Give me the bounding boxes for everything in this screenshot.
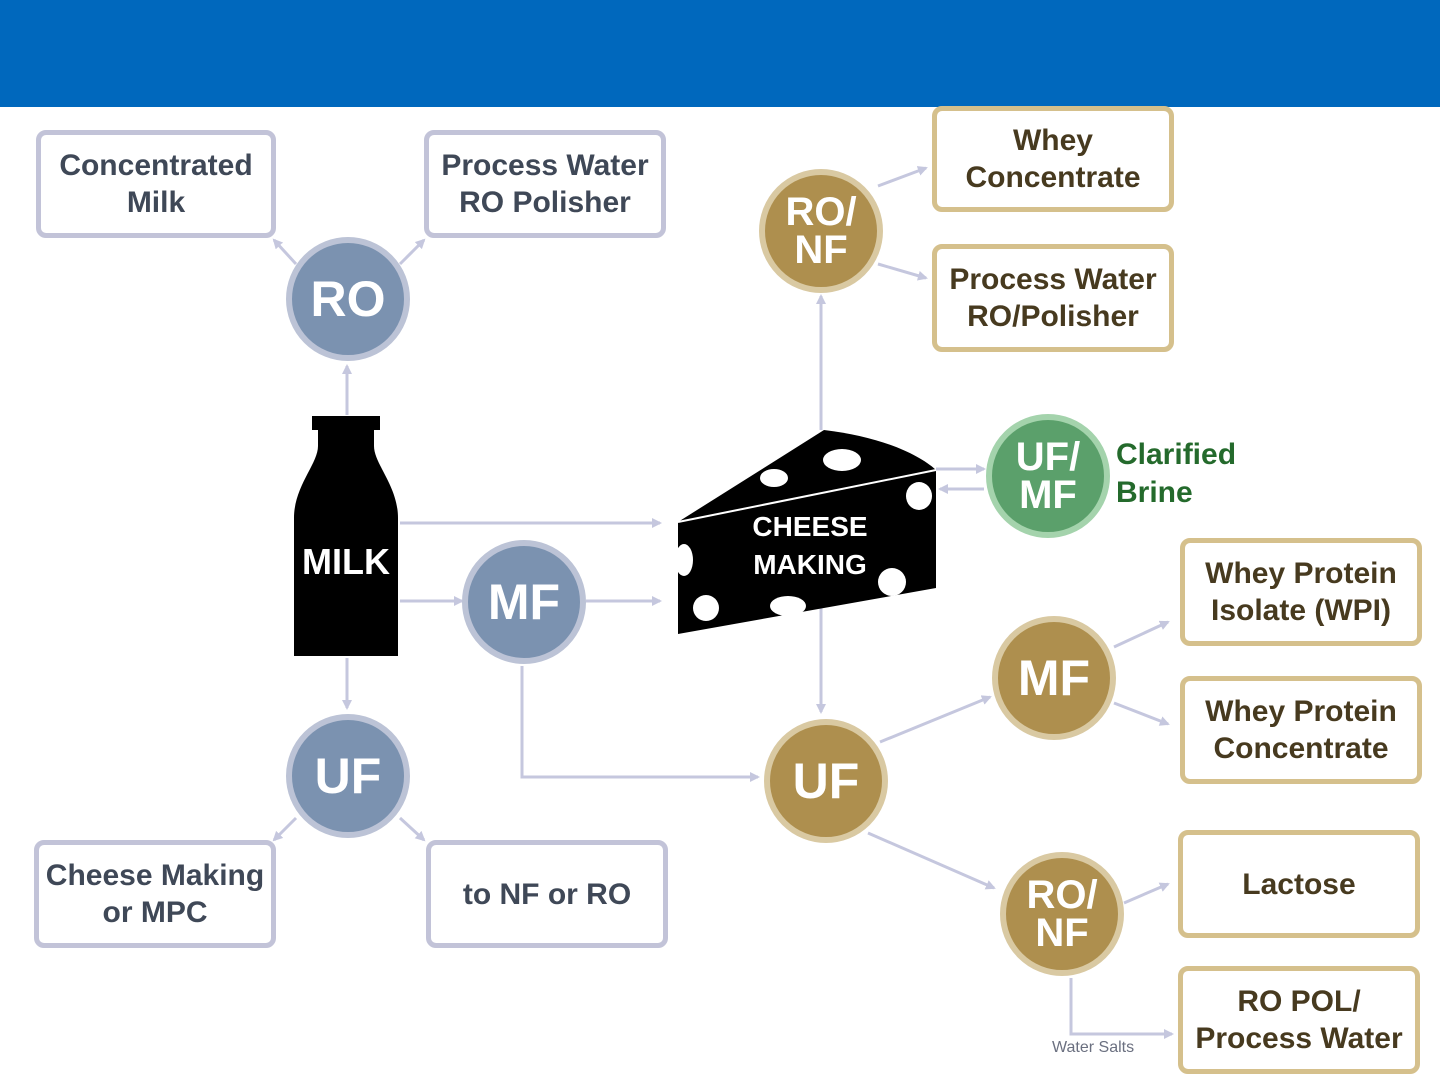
cheese-wedge-icon <box>676 430 937 634</box>
brine-line-2: Brine <box>1116 476 1193 509</box>
box-line-2: Concentrate <box>965 161 1141 194</box>
arrow-ronf-to-process-water <box>877 262 928 281</box>
box-lactose: Lactose <box>1178 830 1420 938</box>
box-line-1: RO POL/ <box>1237 985 1361 1018</box>
mf-node-whey-label: MF <box>1017 650 1091 706</box>
uf-node-milk-label: UF <box>314 748 382 804</box>
box-line-1: Process Water <box>949 263 1157 296</box>
arrow-mf-to-wpc <box>1113 701 1170 726</box>
ufmf-line-2: MF <box>1019 473 1077 517</box>
arrow-ronf-to-whey-concentrate <box>877 166 928 188</box>
milk-label: MILK <box>302 541 390 582</box>
box-whey-protein-concentrate: Whey Protein Concentrate <box>1180 676 1422 784</box>
cheese-line-2: MAKING <box>753 549 867 580</box>
box-whey-protein-isolate: Whey Protein Isolate (WPI) <box>1180 538 1422 646</box>
box-process-water-ro-polisher: Process Water RO Polisher <box>424 130 666 238</box>
box-line-1: to NF or RO <box>462 877 632 911</box>
ronf-top-line-2: NF <box>794 228 848 272</box>
box-whey-concentrate: Whey Concentrate <box>932 106 1174 212</box>
box-line-2: RO Polisher <box>459 186 631 219</box>
box-line-1: Whey Protein <box>1205 695 1397 728</box>
title-banner <box>0 0 1440 107</box>
ronf-node-whey-top: RO/ NF <box>759 169 883 293</box>
arrow-ronf-to-process-water-bottom <box>1069 978 1174 1039</box>
arrow-uf-to-ronf <box>867 831 996 890</box>
box-to-nf-or-ro: to NF or RO <box>426 840 668 948</box>
arrow-mf-to-wpi <box>1113 620 1170 649</box>
brine-line-1: Clarified <box>1116 438 1237 471</box>
arrow-uf-to-nf-ro <box>398 816 426 842</box>
arrow-uf-to-mf <box>879 695 992 744</box>
milk-bottle-icon <box>294 416 398 656</box>
arrow-uf-to-cheese-making-mpc <box>272 816 298 842</box>
box-line-2: Concentrate <box>1213 732 1389 765</box>
arrow-mf-to-whey-uf <box>520 666 760 782</box>
arrow-ronf-to-lactose <box>1123 882 1170 905</box>
uf-node-whey: UF <box>764 719 888 843</box>
uf-node-whey-label: UF <box>792 753 860 809</box>
arrow-ro-to-process-water <box>398 238 426 266</box>
ronf-node-whey-bottom: RO/ NF <box>1000 852 1124 976</box>
box-concentrated-milk: Concentrated Milk <box>36 130 276 238</box>
box-line-2: RO/Polisher <box>967 300 1139 333</box>
box-ro-pol-process-water: RO POL/ Process Water <box>1178 966 1420 1074</box>
ufmf-node-brine: UF/ MF <box>986 414 1110 538</box>
box-process-water-ro-polisher-whey: Process Water RO/Polisher <box>932 244 1174 352</box>
mf-node-milk-label: MF <box>487 574 561 630</box>
box-line-2: or MPC <box>102 896 208 929</box>
box-line-1: Whey <box>1012 124 1093 157</box>
water-salts-label: Water Salts <box>1052 1039 1135 1056</box>
ro-node-milk-label: RO <box>310 271 386 327</box>
box-line-1: Cheese Making <box>45 859 265 892</box>
box-line-1: Process Water <box>441 149 649 182</box>
box-line-2: Isolate (WPI) <box>1210 594 1391 627</box>
cheese-line-1: CHEESE <box>752 511 868 542</box>
cheese-making-label: CHEESE MAKING <box>722 508 898 584</box>
arrow-ro-to-concentrated-milk <box>272 238 298 266</box>
clarified-brine-label: Clarified Brine <box>1116 436 1236 512</box>
mf-node-whey: MF <box>992 616 1116 740</box>
box-cheese-making-or-mpc: Cheese Making or MPC <box>34 840 276 948</box>
box-line-1: Whey Protein <box>1205 557 1397 590</box>
box-line-1: Concentrated <box>59 149 253 182</box>
box-line-2: Process Water <box>1195 1022 1403 1055</box>
ufmf-line-1: UF/ <box>1015 435 1081 479</box>
ro-node-milk: RO <box>286 237 410 361</box>
box-line-2: Milk <box>126 186 186 219</box>
uf-node-milk: UF <box>286 714 410 838</box>
box-line-1: Lactose <box>1242 867 1356 901</box>
mf-node-milk: MF <box>462 540 586 664</box>
ronf-top-line-1: RO/ <box>785 190 857 234</box>
ronf-bottom-line-1: RO/ <box>1026 873 1098 917</box>
ronf-bottom-line-2: NF <box>1035 911 1089 955</box>
